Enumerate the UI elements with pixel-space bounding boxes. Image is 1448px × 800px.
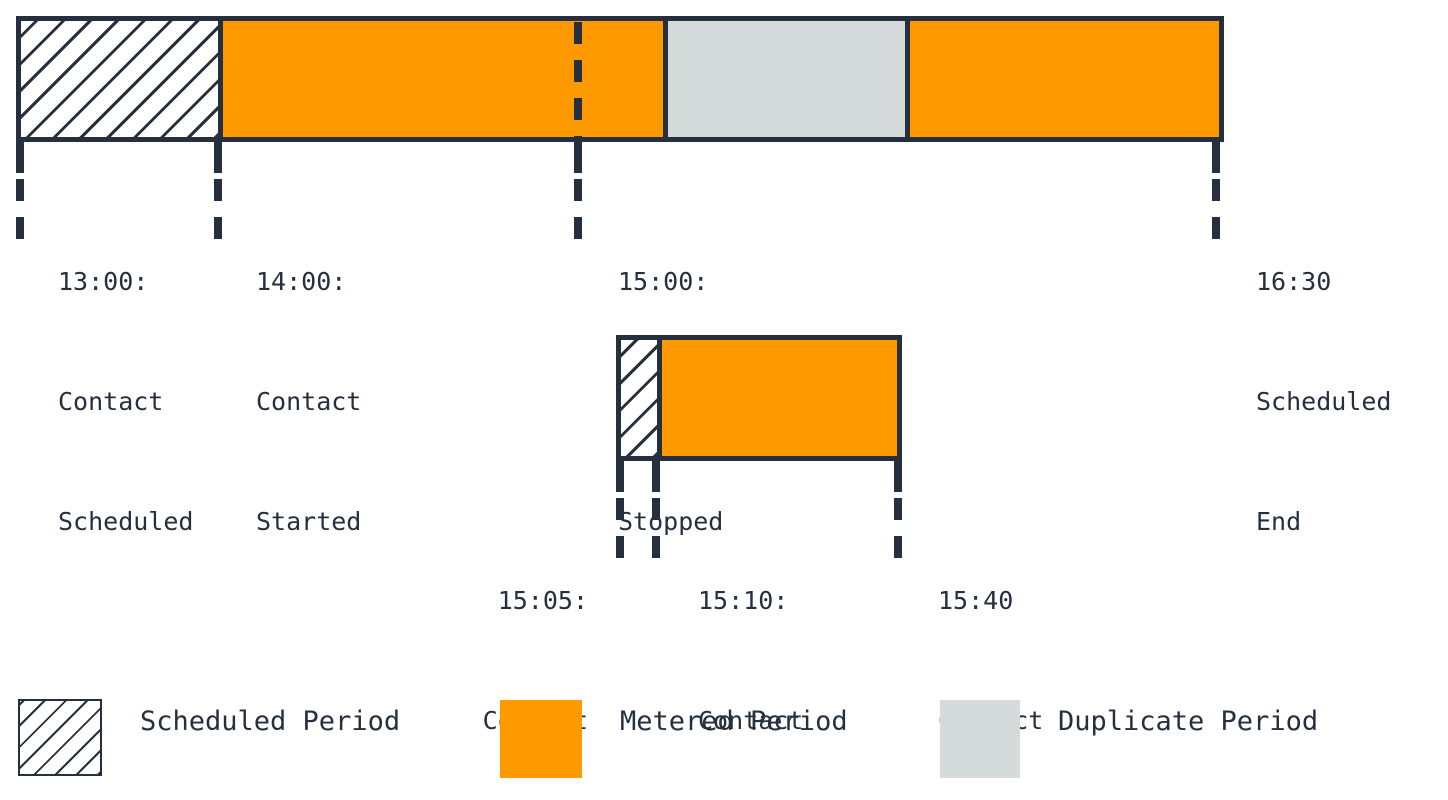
tick-13-00: [16, 179, 24, 249]
marker-line3: Stopped: [618, 507, 724, 536]
tick-16-30: [1212, 179, 1220, 249]
marker-line2: Scheduled: [1256, 387, 1392, 416]
tick-connector-15-05: [616, 460, 624, 492]
marker-time: 16:30: [1256, 267, 1332, 296]
timeline-bar-duplicate: [616, 335, 902, 461]
tick-connector-14-00: [214, 141, 222, 173]
marker-line2: Contact: [256, 387, 362, 416]
segment-metered-primary-2: [910, 21, 1219, 137]
marker-line3: Started: [256, 507, 362, 536]
legend-label-duplicate: Duplicate Period: [1058, 706, 1319, 737]
tick-15-40: [894, 498, 902, 568]
tick-connector-15-00: [574, 141, 582, 173]
legend-label-metered: Metered Period: [620, 706, 848, 737]
tick-14-00: [214, 179, 222, 249]
gray-swatch: [940, 700, 1020, 778]
tick-15-00: [574, 179, 582, 249]
marker-line2: Contact: [698, 706, 804, 735]
marker-label-14-00: 14:00: Contact Started: [256, 182, 446, 622]
marker-time: 14:00:: [256, 267, 347, 296]
segment-duplicate-primary: [663, 21, 910, 137]
legend-label-scheduled: Scheduled Period: [140, 706, 401, 737]
marker-line3: End: [1256, 507, 1302, 536]
segment-metered-duplicate: [662, 340, 897, 456]
orange-swatch: [500, 700, 582, 778]
marker-time: 15:10:: [698, 586, 789, 615]
marker-time: 13:00:: [58, 267, 149, 296]
marker-label-15-10: 15:10: Contact Started: [698, 501, 888, 800]
segment-metered-primary-1: [223, 21, 663, 137]
segment-scheduled-primary: [21, 21, 223, 137]
tick-connector-15-40: [894, 460, 902, 492]
contact-stopped-divider: [574, 22, 582, 138]
hatched-swatch: [18, 699, 102, 776]
marker-line3: Scheduled: [58, 507, 194, 536]
tick-connector-13-00: [16, 141, 24, 173]
timeline-bar-primary: [16, 16, 1224, 142]
marker-label-13-00: 13:00: Contact Scheduled: [58, 182, 248, 622]
tick-15-05: [616, 498, 624, 568]
marker-time: 15:00:: [618, 267, 709, 296]
marker-line2: Contact: [58, 387, 164, 416]
marker-time: 15:05:: [497, 586, 588, 615]
tick-connector-16-30: [1212, 141, 1220, 173]
tick-connector-15-10: [652, 460, 660, 492]
marker-time: 15:40: [938, 586, 1014, 615]
marker-label-16-30: 16:30 Scheduled End: [1256, 182, 1448, 622]
segment-scheduled-duplicate: [621, 340, 662, 456]
tick-15-10: [652, 498, 660, 568]
